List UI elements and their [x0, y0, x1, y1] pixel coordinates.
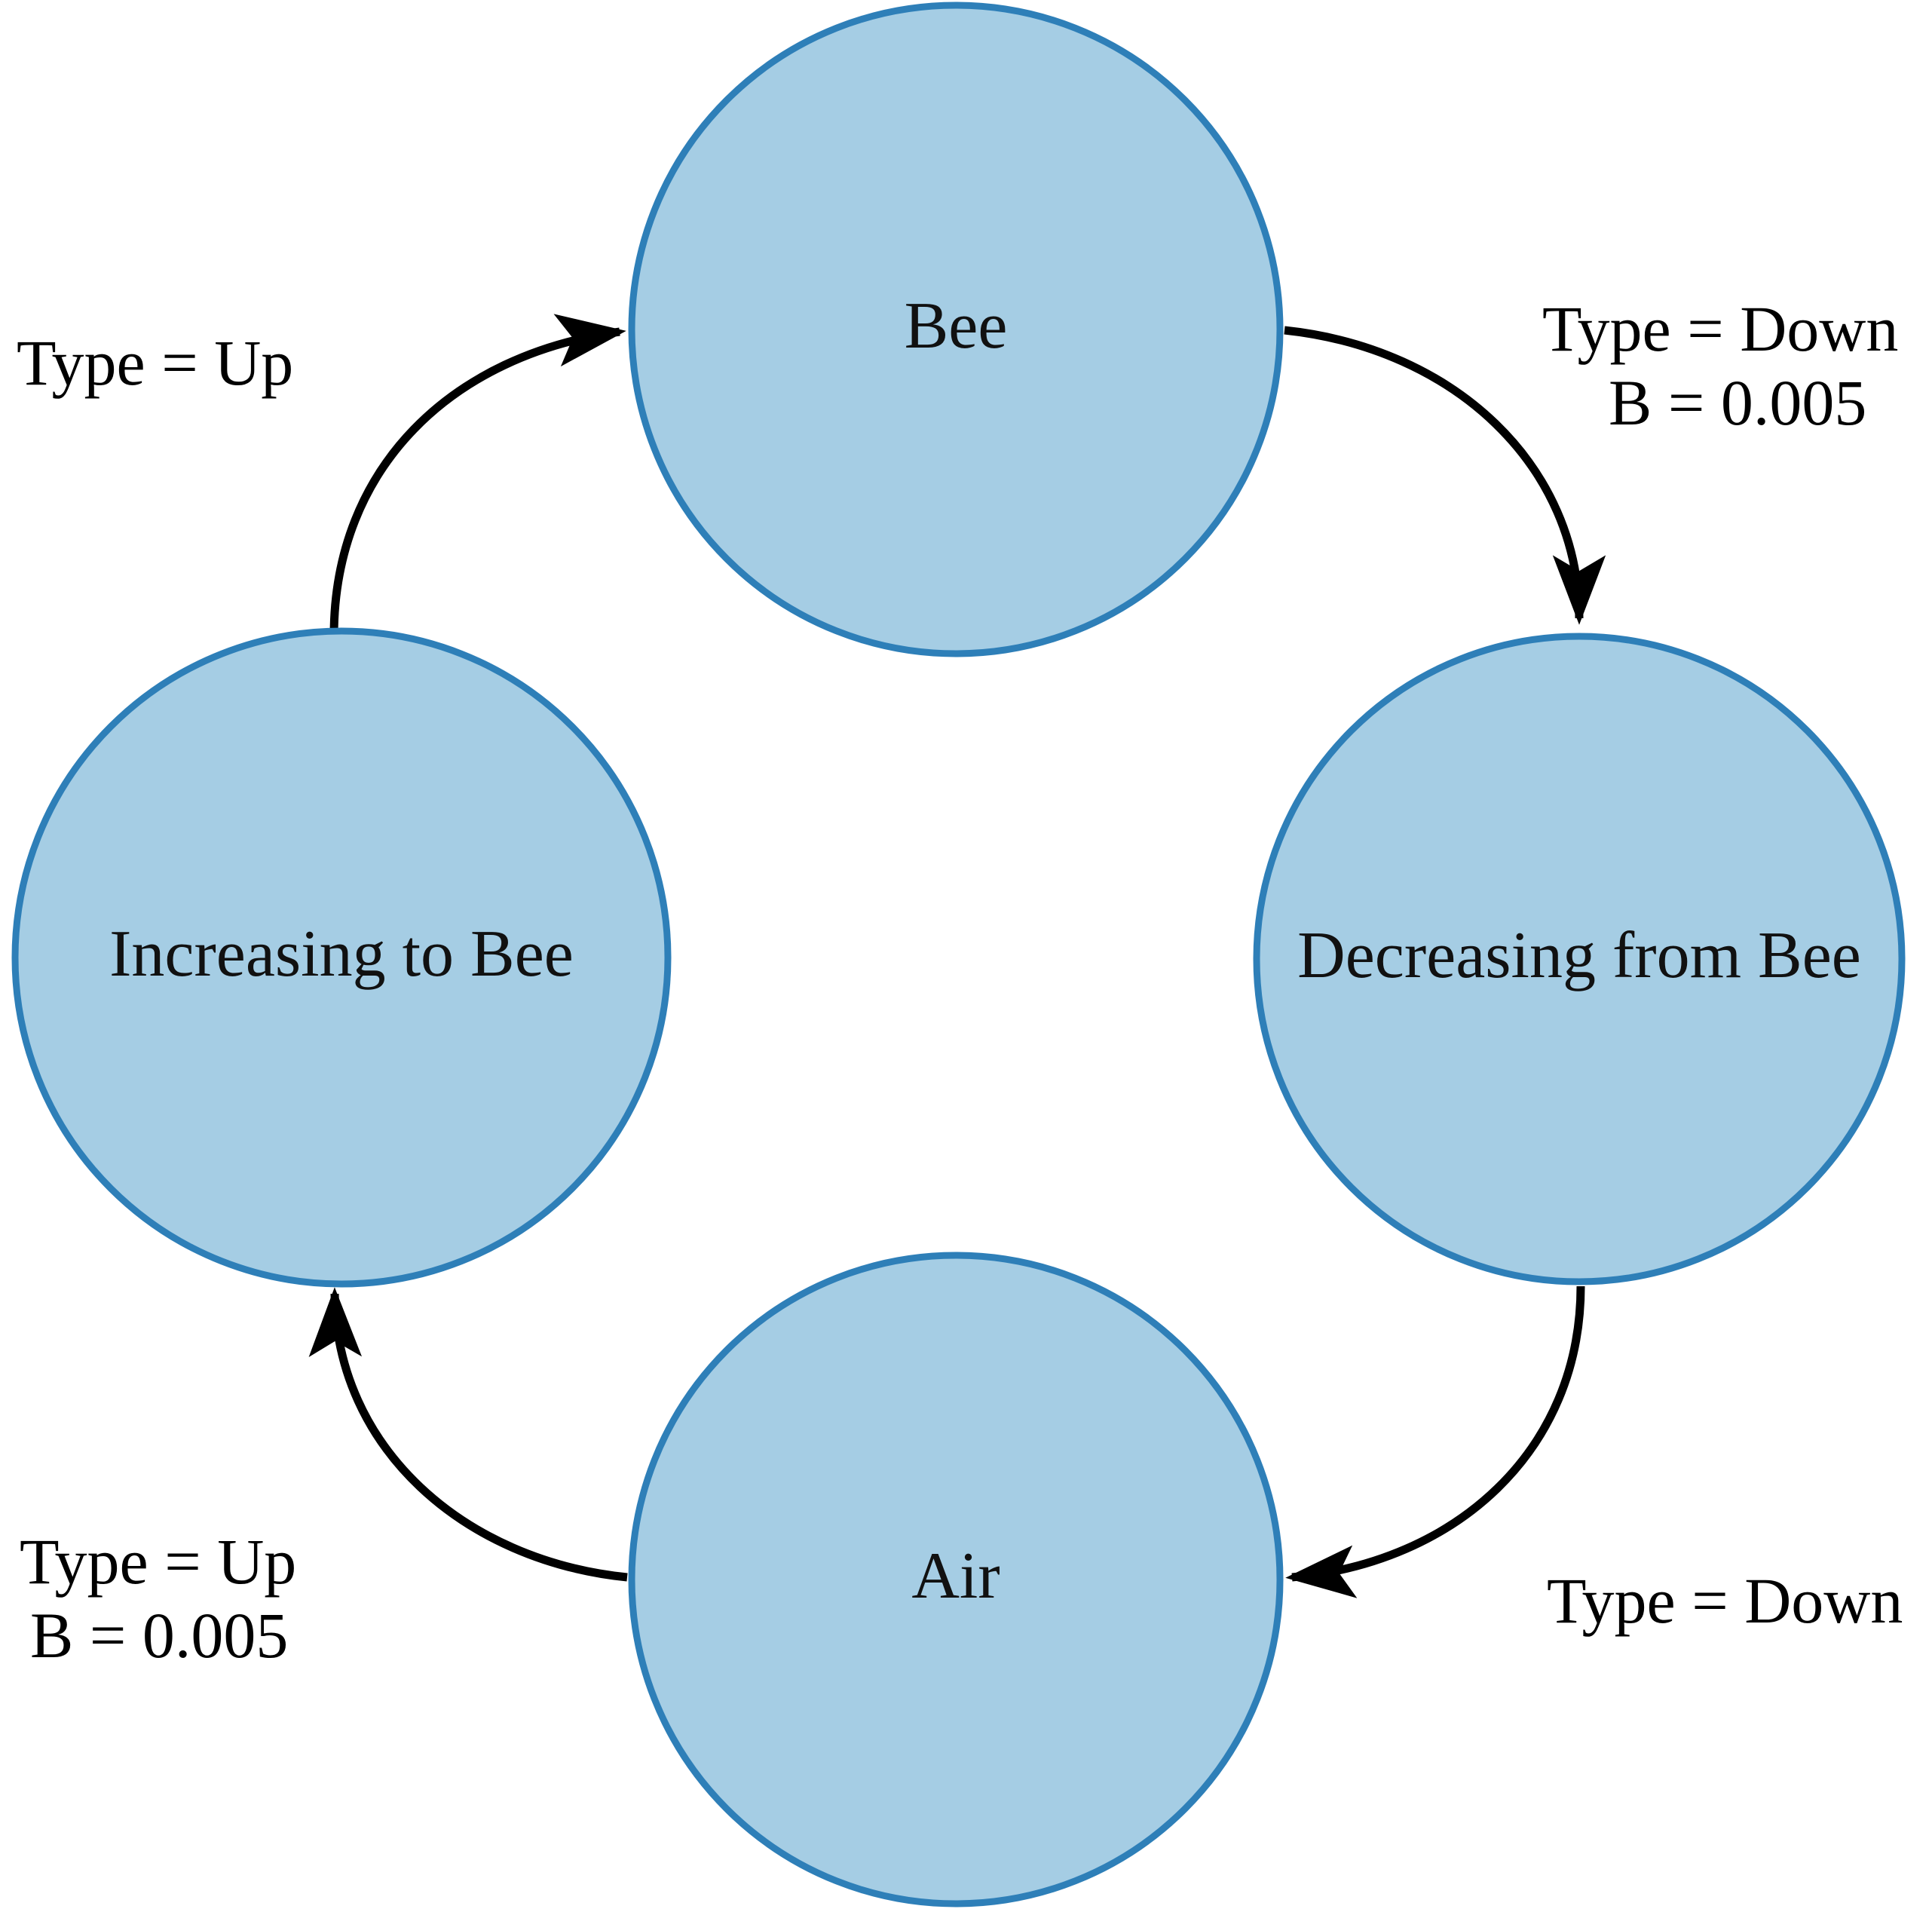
edge-increasing-to-bee[interactable]	[329, 314, 626, 636]
node-circle-bee[interactable]	[628, 2, 1284, 657]
node-decreasing-from-bee[interactable]: Decreasing from Bee	[1253, 633, 1906, 1285]
edge-path-air-to-increasing	[308, 1287, 628, 1582]
edge-path-bee-to-decreasing	[1284, 326, 1606, 625]
edge-label-bee-to-decreasing: Type = Down B = 0.005	[1542, 293, 1898, 439]
edge-path-increasing-to-bee	[329, 314, 626, 636]
node-increasing-to-bee[interactable]: Increasing to Bee	[11, 627, 672, 1288]
node-circle-increasing-to-bee[interactable]	[11, 627, 672, 1288]
node-circle-decreasing-from-bee[interactable]	[1253, 633, 1906, 1285]
edge-label-air-to-increasing-line2: B = 0.005	[30, 1599, 288, 1672]
edge-decreasing-to-air[interactable]	[1285, 1285, 1585, 1598]
node-label-increasing-to-bee: Increasing to Bee	[109, 918, 574, 991]
edge-label-decreasing-to-air: Type = Down	[1547, 1564, 1903, 1637]
edge-label-decreasing-to-air-line1: Type = Down	[1547, 1564, 1903, 1637]
edge-label-air-to-increasing-line1: Type = Up	[20, 1525, 296, 1598]
edge-label-increasing-to-bee-line1: Type = Up	[17, 326, 293, 399]
node-label-air: Air	[911, 1540, 1000, 1613]
edge-path-decreasing-to-air	[1285, 1285, 1585, 1598]
edge-air-to-increasing[interactable]	[308, 1287, 628, 1582]
edge-label-bee-to-decreasing-line1: Type = Down	[1542, 293, 1898, 365]
node-air[interactable]: Air	[628, 1252, 1284, 1907]
node-circle-air[interactable]	[628, 1252, 1284, 1907]
edge-label-air-to-increasing: Type = Up B = 0.005	[20, 1525, 296, 1672]
node-bee[interactable]: Bee	[628, 2, 1284, 657]
node-label-bee: Bee	[905, 290, 1008, 363]
node-label-decreasing-from-bee: Decreasing from Bee	[1297, 919, 1861, 992]
edge-label-increasing-to-bee: Type = Up	[17, 326, 293, 399]
edge-bee-to-decreasing[interactable]	[1284, 326, 1606, 625]
edge-label-bee-to-decreasing-line2: B = 0.005	[1609, 366, 1866, 439]
